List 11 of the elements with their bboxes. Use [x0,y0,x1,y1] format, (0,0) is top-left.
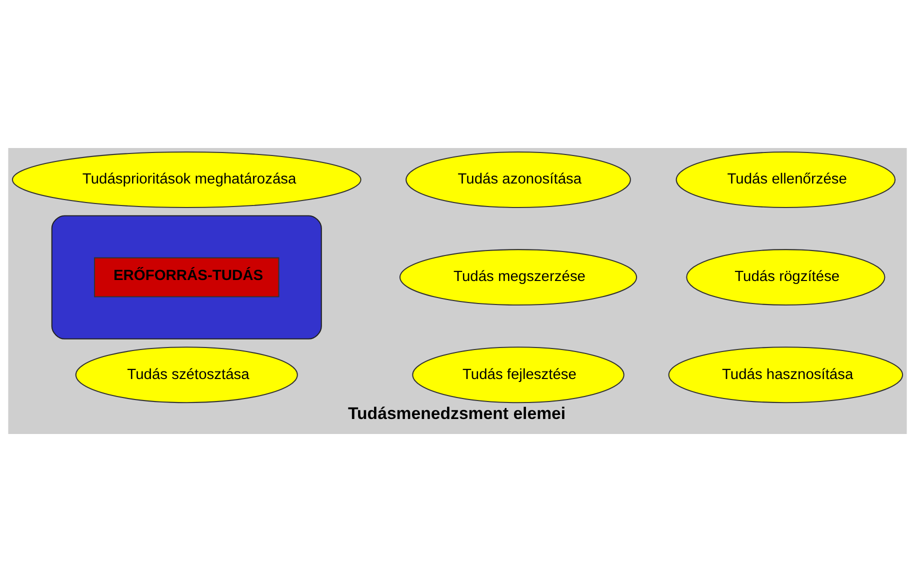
node-ellipse: Tudásprioritások meghatározása [12,151,362,208]
node-ellipse: Tudás ellenőrzése [676,151,896,208]
node-box: ERŐFORRÁS-TUDÁS [94,256,280,297]
node-ellipse: Tudás hasznosítása [668,346,904,403]
node-ellipse: Tudás fejlesztése [412,346,624,403]
caption: Tudásmenedzsment elemei [348,404,566,423]
cluster [51,214,322,339]
node-ellipse: Tudás szétosztása [75,346,298,403]
node-ellipse: Tudás megszerzése [399,248,638,306]
node-ellipse: Tudás rögzítése [686,248,886,306]
node-ellipse: Tudás azonosítása [406,151,631,208]
